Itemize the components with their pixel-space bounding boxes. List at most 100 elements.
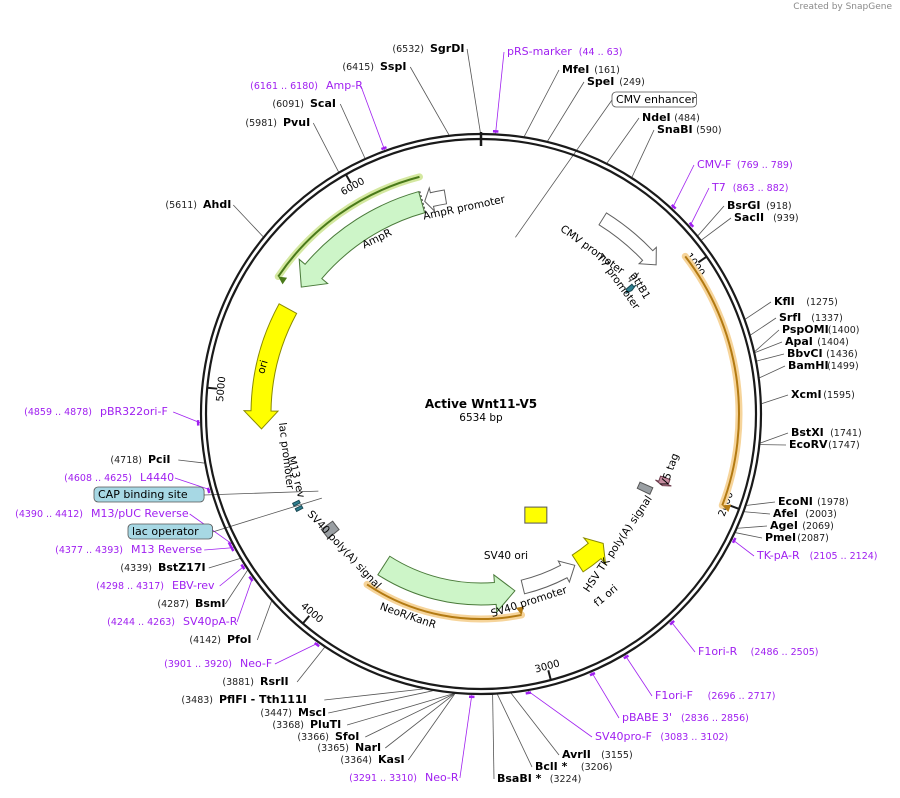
primer-range: (2696 .. 2717) (708, 691, 776, 702)
tick-label: 3000 (534, 658, 561, 675)
feature-hsv-tk-poly-a-signal-site (636, 481, 654, 495)
enzyme-name: BsrGI (727, 199, 760, 212)
enzyme-name: MscI (298, 706, 326, 719)
enzyme-site-mfei: MfeI(161) (562, 63, 620, 76)
enzyme-name: KflI (774, 295, 795, 308)
leader-line (174, 477, 211, 491)
primer-mark (227, 541, 233, 548)
enzyme-site-pvui: (5981)PvuI (245, 116, 310, 129)
leader-line (296, 647, 325, 683)
leader-line (339, 103, 366, 159)
primer-name: pBABE 3' (622, 711, 672, 724)
primer-pbr322ori-f: (4859 .. 4878)pBR322ori-F (24, 405, 200, 426)
enzyme-name: SgrDI (430, 42, 464, 55)
leader-line (365, 693, 455, 738)
feature-label: SV40 ori (484, 550, 528, 562)
enzyme-name: SacII (734, 211, 764, 224)
enzyme-site-kfli: KflI(1275) (774, 295, 838, 308)
leader-line (750, 317, 777, 336)
enzyme-name: KasI (378, 753, 405, 766)
leader-line (204, 547, 234, 551)
enzyme-site-econi: EcoNI(1978) (778, 495, 849, 508)
enzyme-position: (1404) (817, 337, 849, 348)
primer-mark (669, 619, 675, 626)
leader-line (409, 66, 450, 136)
leader-line (346, 693, 454, 726)
primer-range: (4377 .. 4393) (55, 545, 123, 556)
primer-mark (206, 487, 211, 494)
leader-line (173, 411, 201, 424)
enzyme-site-bsabi: BsaBI *(3224) (497, 772, 581, 785)
feature-wnt11-arrowhead (722, 504, 732, 512)
enzyme-position: (4142) (189, 635, 221, 646)
enzyme-site-pmei: PmeI(2087) (765, 531, 829, 544)
enzyme-position: (2087) (797, 533, 829, 544)
enzyme-position: (2003) (805, 509, 837, 520)
enzyme-site-bstxi: BstXI(1741) (791, 426, 862, 439)
primer-sv40pa-r: (4244 .. 4263)SV40pA-R (107, 575, 254, 628)
leader-line (232, 204, 264, 237)
enzyme-position: (3365) (317, 743, 349, 754)
primer-amp-r: (6161 .. 6180)Amp-R (250, 79, 387, 151)
enzyme-position: (6532) (392, 44, 424, 55)
leader-line (459, 694, 473, 779)
leader-line (689, 187, 710, 227)
feature-ampr-promoter (424, 186, 448, 213)
leader-line (755, 341, 783, 353)
leader-lines (173, 48, 789, 780)
leader-line (324, 688, 424, 701)
enzyme-position: (3483) (181, 695, 213, 706)
primer-name: SV40pA-R (183, 615, 238, 628)
feature-ori (242, 303, 298, 430)
primer-name: Neo-F (240, 657, 272, 670)
enzyme-position: (484) (674, 113, 700, 124)
leader-line (670, 620, 696, 653)
leader-line (523, 69, 560, 137)
leader-line (407, 693, 456, 761)
enzyme-position: (3366) (297, 732, 329, 743)
enzyme-name: BstXI (791, 426, 824, 439)
enzyme-position: (4339) (120, 563, 152, 574)
leader-line (737, 525, 768, 529)
enzyme-name: PfoI (227, 633, 252, 646)
primer-neo-r: (3291 .. 3310)Neo-R (349, 695, 475, 784)
enzyme-name: AgeI (770, 519, 798, 532)
feature-lac-promoter (291, 499, 301, 507)
primer-ebv-rev: (4298 .. 4317)EBV-rev (96, 563, 246, 592)
enzyme-name: SrfI (779, 311, 801, 324)
enzyme-site-kasi: (3364)KasI (340, 753, 404, 766)
callout-text: CMV enhancer (616, 93, 696, 106)
primer-mark (380, 146, 387, 151)
callout-box (127, 523, 213, 540)
primer-name: Neo-R (425, 771, 459, 784)
enzyme-position: (3368) (272, 720, 304, 731)
leader-line (312, 122, 339, 172)
primer-range: (769 .. 789) (737, 160, 793, 171)
enzyme-position: (1595) (823, 390, 855, 401)
callout-text: lac operator (132, 525, 199, 538)
primer-m13-puc-reverse: (4390 .. 4412)M13/pUC Reverse (15, 507, 233, 548)
feature-v5-tag (655, 475, 672, 487)
enzyme-position: (1978) (817, 497, 849, 508)
enzyme-name: ScaI (310, 97, 336, 110)
enzyme-name: PflFI - Tth111I (219, 693, 307, 706)
leader-line (624, 655, 653, 697)
leader-line (360, 85, 386, 151)
leader-line (510, 693, 560, 756)
enzyme-site-bcli: BclI *(3206) (535, 760, 613, 773)
enzyme-position: (939) (773, 213, 799, 224)
attribution: Created by SnapGene (793, 2, 892, 12)
enzyme-site-snabi: SnaBI(590) (657, 123, 722, 136)
primer-name: M13 Reverse (131, 543, 202, 556)
feature-lac-operator-mark (294, 504, 304, 513)
enzyme-site-pcii: (4718)PciI (110, 453, 170, 466)
leader-line (495, 51, 505, 134)
enzyme-name: PvuI (283, 116, 310, 129)
enzyme-name: AvrII (562, 748, 591, 761)
enzyme-name: BamHI (788, 359, 829, 372)
primer-range: (3083 .. 3102) (660, 732, 728, 743)
enzyme-position: (6091) (272, 99, 304, 110)
primer-neo-f: (3901 .. 3920)Neo-F (164, 641, 320, 670)
feature-callout-lac-operator: lac operator (127, 523, 213, 540)
leader-line (631, 129, 655, 178)
